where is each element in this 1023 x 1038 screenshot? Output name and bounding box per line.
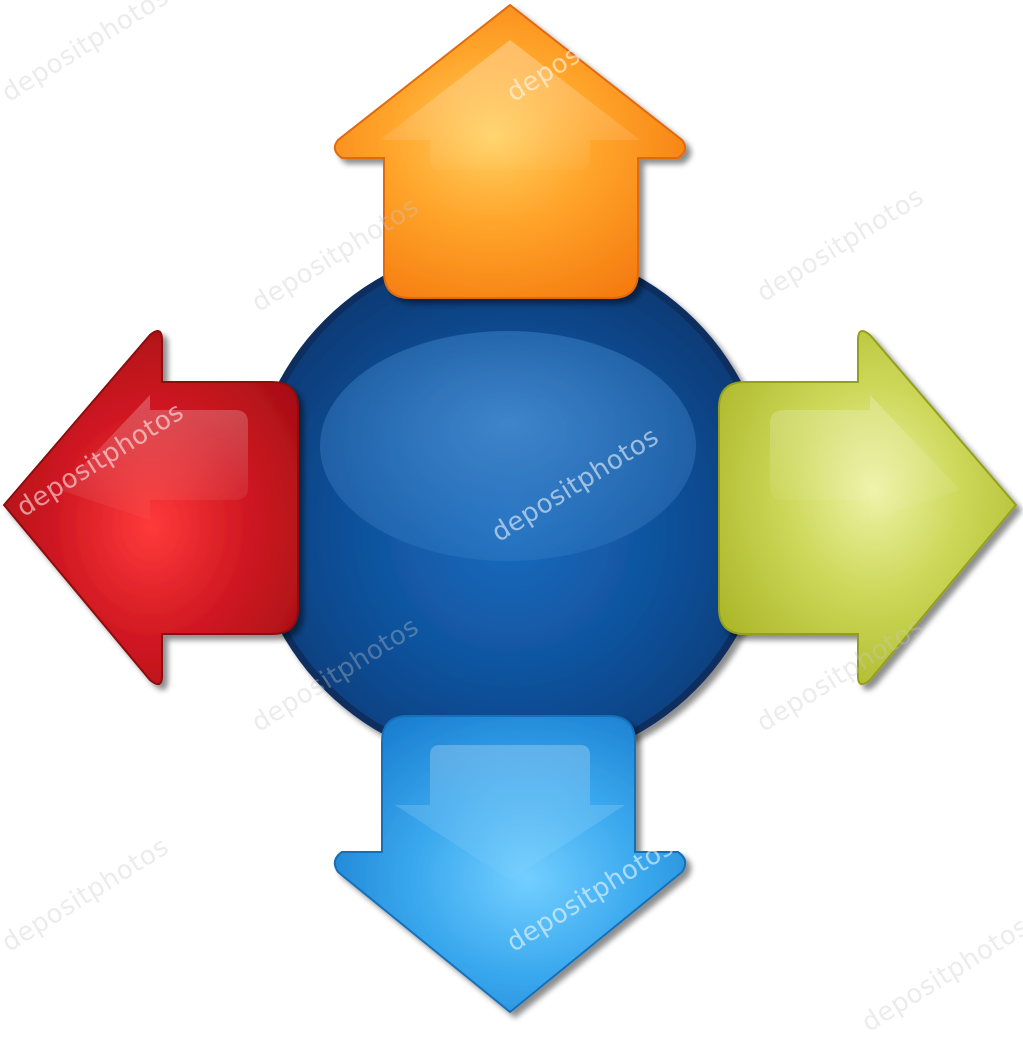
arrow-down <box>333 715 687 1014</box>
arrow-left <box>2 330 299 686</box>
center-circle-gloss <box>320 331 696 561</box>
center-circle <box>248 243 772 767</box>
arrow-right <box>718 330 1018 686</box>
arrow-up <box>333 3 687 299</box>
